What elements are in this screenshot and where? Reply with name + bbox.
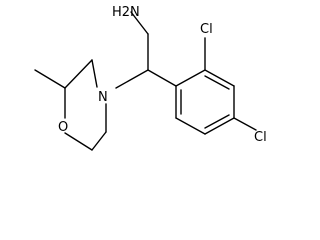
bond-double-c4-c5 [204,114,230,129]
structure-canvas: H2N N O Cl Cl [34,5,267,151]
bond-nh2-ch2 [130,11,149,35]
bond-n-ch2-upper [91,59,98,88]
bond-c2-c3 [204,69,235,87]
bond-c4-c5 [204,117,235,135]
ring-oxygen-label: O [58,120,68,135]
bond-methyl [34,69,66,89]
bond-ch-n [115,69,149,89]
chlorine-para-label: Cl [254,130,267,145]
ring-nitrogen-label: N [98,90,108,105]
bond-double-c2-c3 [204,75,230,90]
bond-c4-cl [233,117,257,131]
bond-ch2-ch2 [91,131,107,151]
amine-label: H2N [112,5,140,20]
chlorine-ortho-label: Cl [200,22,213,37]
molecule-structure: H2N N O Cl Cl [34,5,267,151]
bond-ch2-chme [64,59,93,89]
bond-o-ch2 [64,132,93,151]
bond-c1-c2 [175,69,206,87]
bond-c5-c6 [175,117,206,135]
bond-ch-phenyl [147,69,177,87]
